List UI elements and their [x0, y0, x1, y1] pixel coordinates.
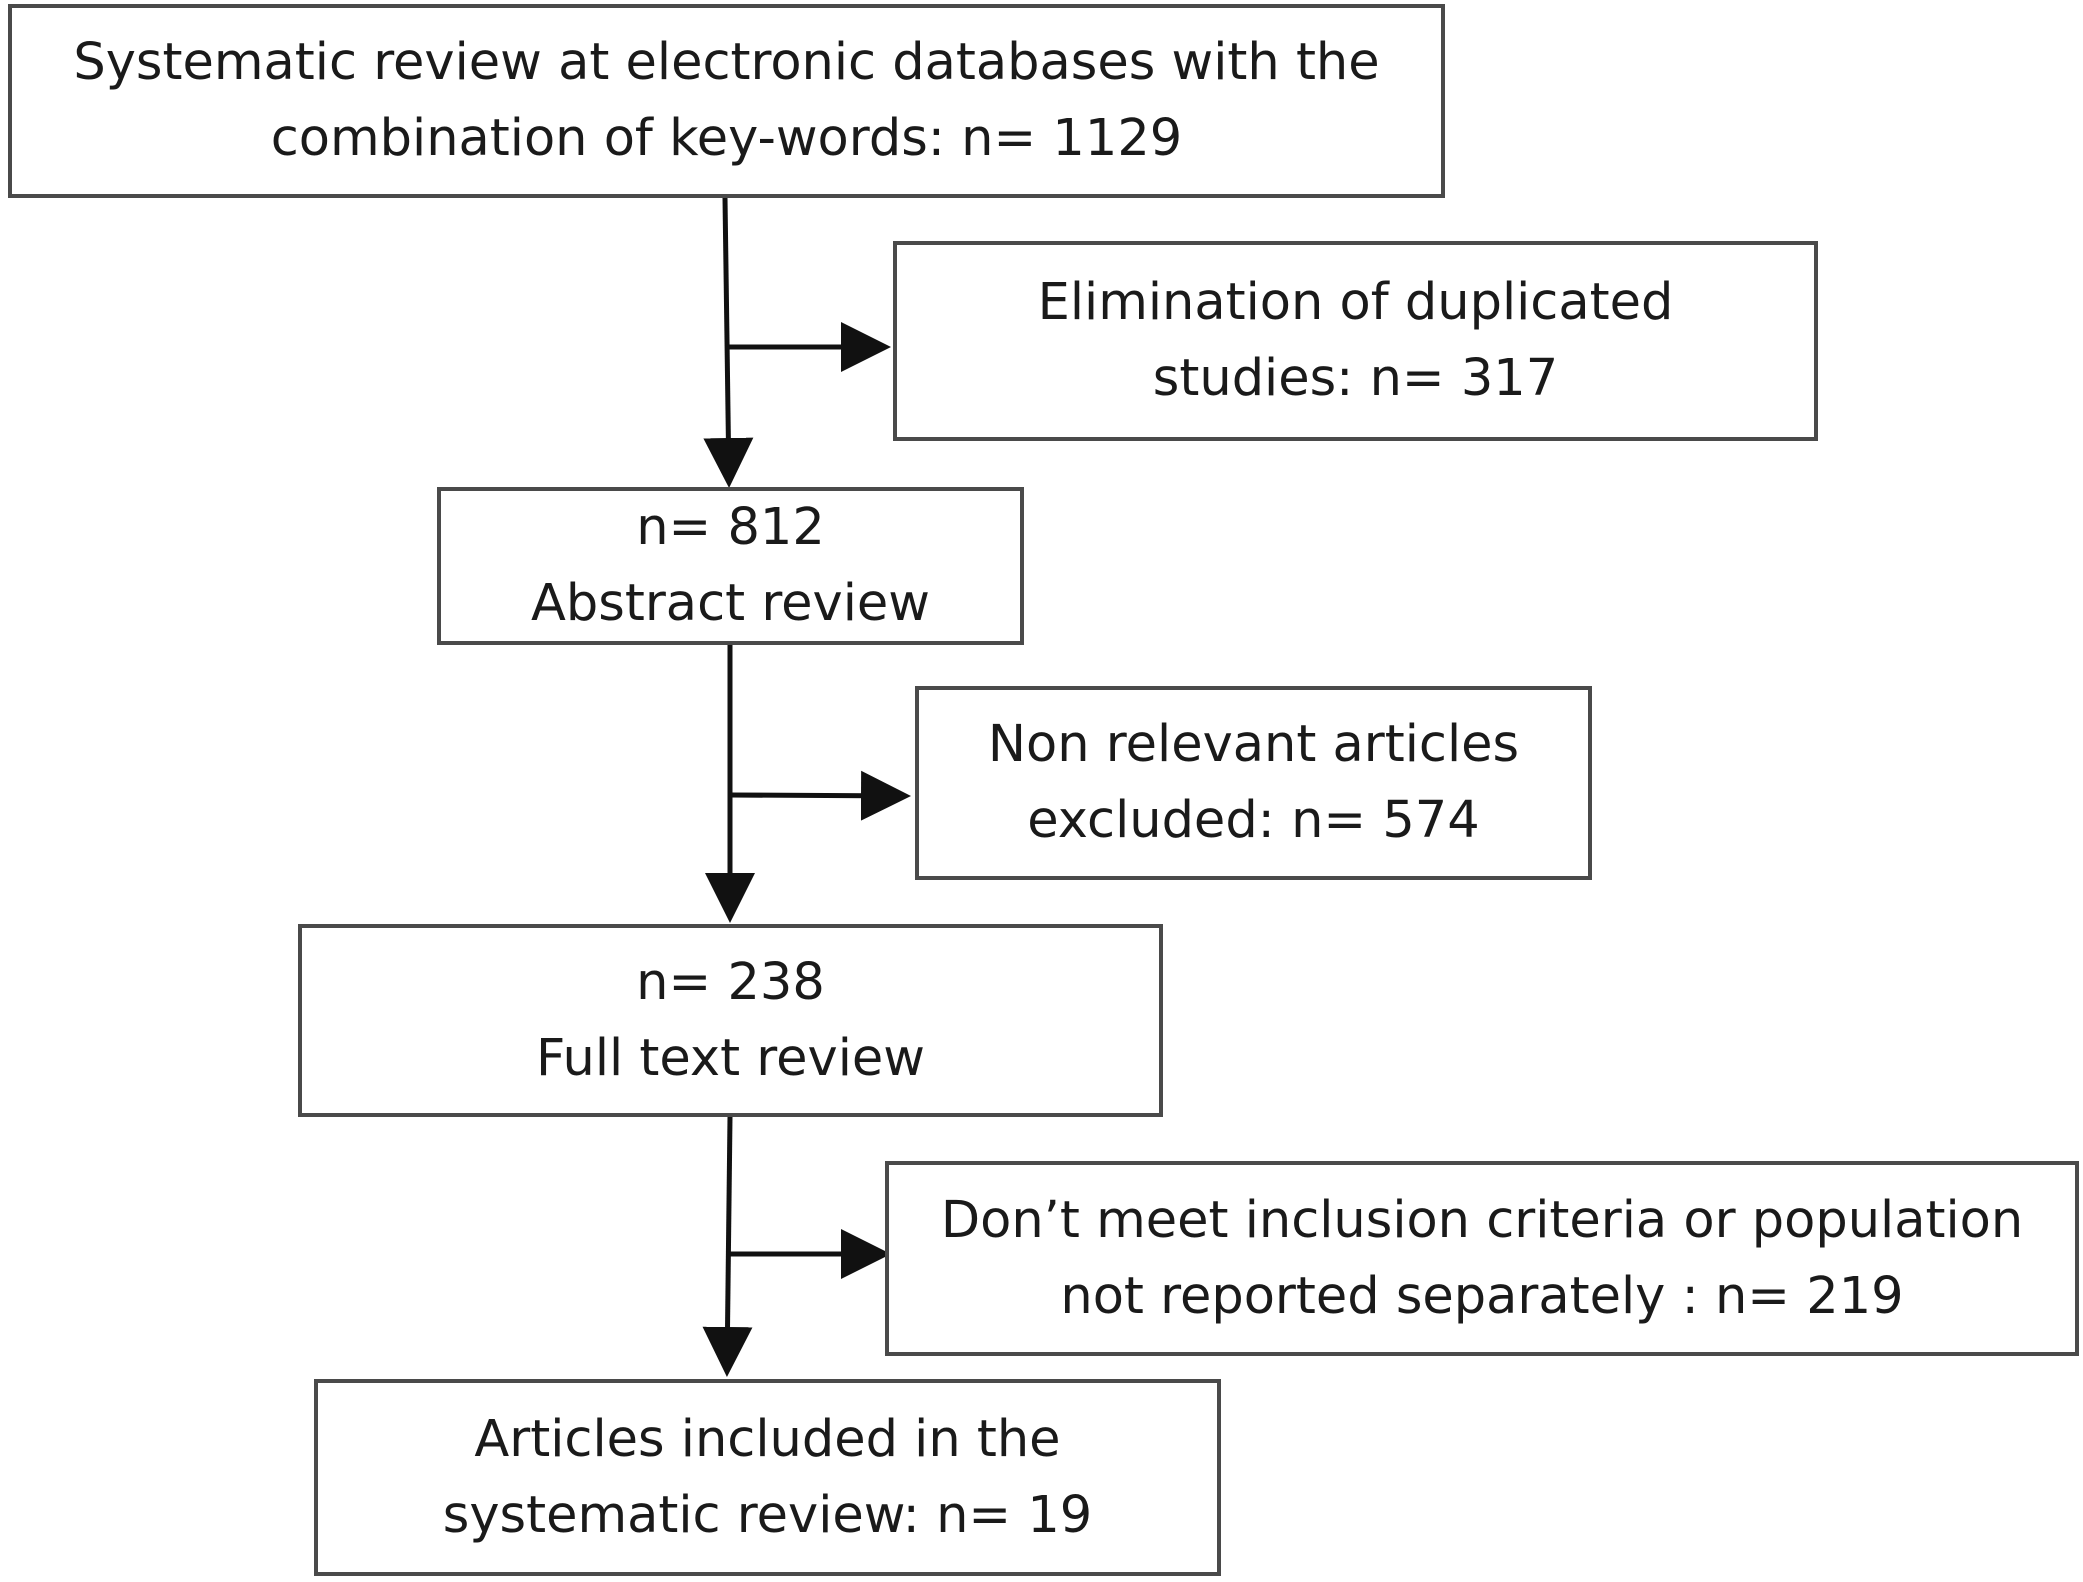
box-full-text: n= 238 Full text review: [298, 924, 1163, 1117]
box-not-meet: Don’t meet inclusion criteria or populat…: [885, 1161, 2079, 1356]
arrow-to-non-relevant: [729, 770, 911, 821]
box-duplicates: Elimination of duplicated studies: n= 31…: [893, 241, 1818, 441]
box-search-text: Systematic review at electronic database…: [73, 33, 1380, 168]
box-duplicates-text: Elimination of duplicated studies: n= 31…: [1037, 273, 1674, 408]
box-non-relevant: Non relevant articles excluded: n= 574: [915, 686, 1592, 880]
box-abstract: n= 812 Abstract review: [437, 487, 1024, 645]
box-abstract-text: n= 812 Abstract review: [531, 498, 930, 633]
box-included-text: Articles included in the systematic revi…: [442, 1409, 1093, 1545]
arrow-search-to-abstract: [703, 197, 754, 488]
box-included: Articles included in the systematic revi…: [314, 1379, 1221, 1576]
box-full-text-text: n= 238 Full text review: [536, 952, 925, 1088]
box-search: Systematic review at electronic database…: [8, 4, 1445, 198]
arrow-fulltext-to-included: [702, 1116, 753, 1377]
box-non-relevant-text: Non relevant articles excluded: n= 574: [987, 715, 1520, 850]
box-not-meet-text: Don’t meet inclusion criteria or populat…: [940, 1190, 2024, 1326]
